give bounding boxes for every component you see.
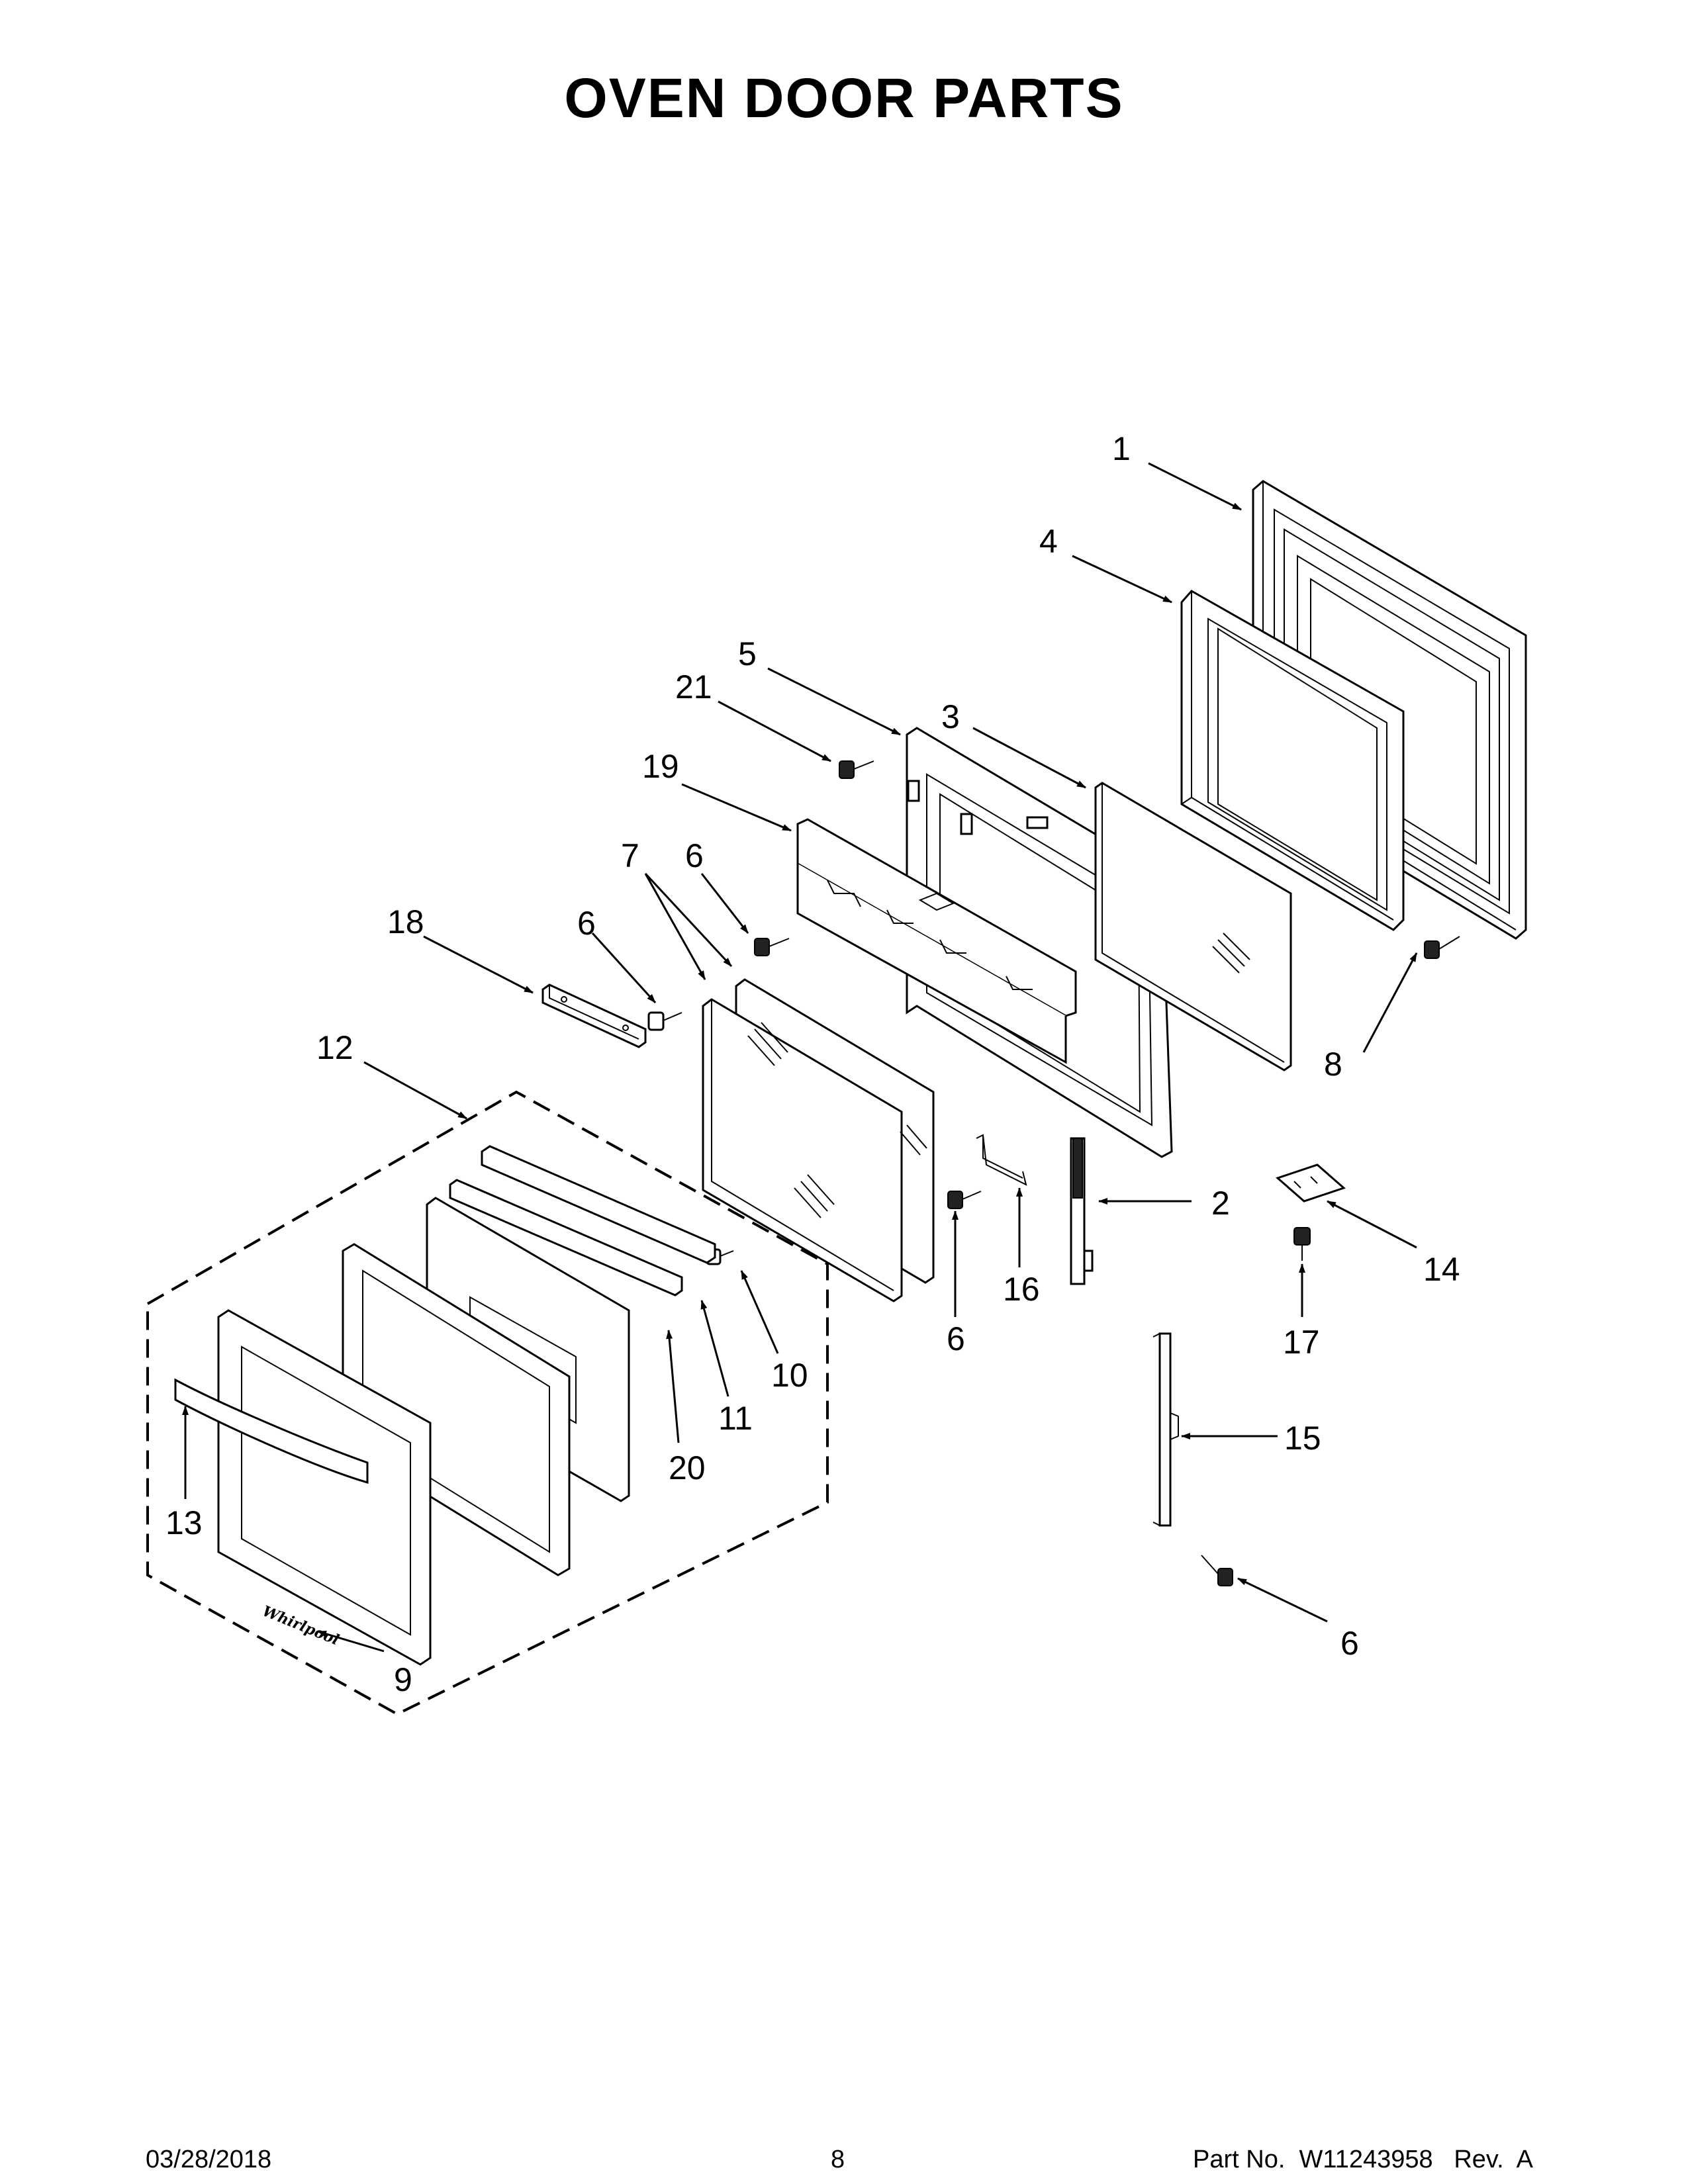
footer-page-number: 8 xyxy=(831,2146,845,2173)
callout-20: 20 xyxy=(669,1449,706,1486)
callout-6b: 6 xyxy=(577,905,596,942)
callout-4: 4 xyxy=(1039,523,1058,560)
part-14-hinge-clip xyxy=(1276,1163,1346,1203)
callout-3: 3 xyxy=(941,698,960,735)
callout-7: 7 xyxy=(621,837,639,874)
part-12-outer-door-assembly: Whirlpool xyxy=(146,1090,829,1716)
part-4-door-gasket xyxy=(1180,590,1405,931)
callout-2: 2 xyxy=(1211,1185,1230,1222)
callout-6a: 6 xyxy=(685,837,704,874)
part-19-door-baffle xyxy=(796,818,1077,1064)
page-title: OVEN DOOR PARTS xyxy=(564,67,1124,129)
leader-lines xyxy=(182,462,1418,1653)
callout-10: 10 xyxy=(771,1357,808,1394)
part-6-screw-d xyxy=(1201,1555,1233,1586)
callout-6d: 6 xyxy=(1340,1625,1359,1662)
part-6-screw-b xyxy=(647,1011,682,1031)
part-15-hinge-receiver xyxy=(1152,1332,1179,1527)
callout-1: 1 xyxy=(1112,430,1131,467)
callout-12: 12 xyxy=(316,1029,353,1066)
callout-16: 16 xyxy=(1003,1271,1040,1308)
part-16-wire-clip xyxy=(976,1134,1027,1186)
part-21-screw xyxy=(839,760,874,779)
part-2-door-hinge xyxy=(1070,1137,1094,1285)
callout-11: 11 xyxy=(718,1400,753,1437)
part-18-door-bracket xyxy=(541,983,647,1048)
part-7-middle-glass xyxy=(702,978,935,1302)
part-17-screw xyxy=(1293,1227,1311,1261)
callout-6c: 6 xyxy=(947,1320,965,1357)
callout-15: 15 xyxy=(1284,1420,1321,1457)
callout-9: 9 xyxy=(394,1661,412,1698)
footer-part-number: Part No. W11243958 Rev. A xyxy=(1193,2146,1533,2173)
callout-19: 19 xyxy=(642,748,679,785)
callout-21: 21 xyxy=(675,668,712,705)
part-3-inner-glass xyxy=(1094,782,1292,1071)
callout-13: 13 xyxy=(165,1504,203,1541)
callout-17: 17 xyxy=(1283,1324,1320,1361)
callout-8: 8 xyxy=(1324,1046,1342,1083)
part-6-screw-c xyxy=(947,1191,982,1209)
footer-date: 03/28/2018 xyxy=(146,2146,272,2173)
callout-18: 18 xyxy=(387,903,424,940)
part-8-screw xyxy=(1424,936,1460,959)
part-6-screw-a xyxy=(754,938,790,956)
callout-14: 14 xyxy=(1423,1251,1460,1288)
callout-labels: 1 4 5 21 3 19 7 6 18 6 12 8 2 14 16 6 17… xyxy=(165,430,1460,1698)
callout-5: 5 xyxy=(738,635,757,672)
